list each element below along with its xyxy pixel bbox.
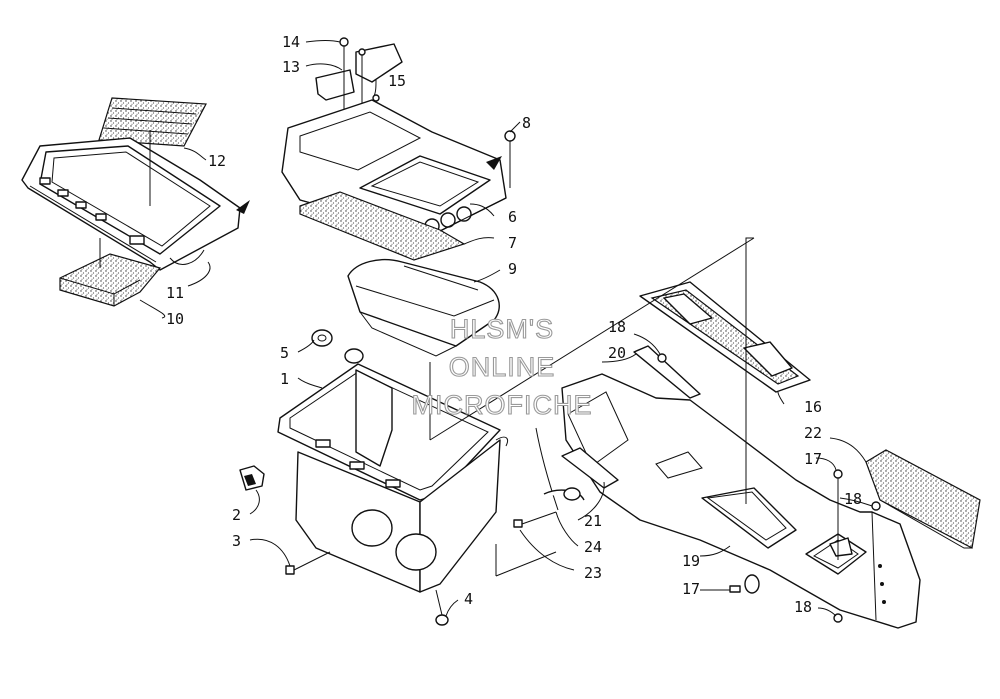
leader-lines: [99, 40, 873, 617]
part-21-24-23-hardware: [513, 427, 585, 528]
part-3-screw: [285, 551, 331, 575]
callout-17-b: 17: [682, 580, 700, 598]
part-17-18-fasteners: [729, 469, 881, 623]
callout-13: 13: [282, 58, 300, 76]
part-5-grommet: [311, 329, 364, 364]
callout-3: 3: [232, 532, 241, 550]
watermark: HLSM'S ONLINE MICROFICHE: [411, 313, 593, 420]
callout-4: 4: [464, 590, 473, 608]
part-11-bezel: [21, 137, 250, 271]
part-9-airbox-cover: [347, 258, 500, 357]
callout-8: 8: [522, 114, 531, 132]
svg-text:MICROFICHE: MICROFICHE: [412, 390, 593, 420]
part-16-lid-frame: [639, 281, 811, 393]
callout-5: 5: [280, 344, 289, 362]
part-4-grommet: [435, 589, 449, 626]
callout-23: 23: [584, 564, 602, 582]
callout-2: 2: [232, 506, 241, 524]
part-1-airbox-lower: [277, 362, 509, 593]
callout-18-c: 18: [794, 598, 812, 616]
callout-17-a: 17: [804, 450, 822, 468]
callout-6: 6: [508, 208, 517, 226]
callout-10: 10: [166, 310, 184, 328]
callout-labels: 14 13 15 8 12 6 7 9 11 10 5 1 2 3 4 18 2…: [166, 33, 862, 616]
callout-15: 15: [388, 72, 406, 90]
callout-19: 19: [682, 552, 700, 570]
callout-18-a: 18: [608, 318, 626, 336]
part-13-14-15-fasteners: [315, 37, 403, 160]
part-10-foam-block: [59, 253, 162, 307]
callout-1: 1: [280, 370, 289, 388]
part-22-foam-block: [865, 449, 981, 549]
callout-16: 16: [804, 398, 822, 416]
callout-18-b: 18: [844, 490, 862, 508]
svg-text:ONLINE: ONLINE: [449, 352, 556, 382]
part-19-console: [561, 373, 921, 629]
callout-12: 12: [208, 152, 226, 170]
callout-20: 20: [608, 344, 626, 362]
callout-7: 7: [508, 234, 517, 252]
callout-14: 14: [282, 33, 300, 51]
callout-9: 9: [508, 260, 517, 278]
callout-11: 11: [166, 284, 184, 302]
svg-text:HLSM'S: HLSM'S: [450, 314, 554, 344]
callout-21: 21: [584, 512, 602, 530]
part-12-grille-pad: [98, 97, 207, 147]
part-20-strap: [633, 345, 701, 399]
part-2-clip: [239, 465, 265, 491]
callout-22: 22: [804, 424, 822, 442]
callout-24: 24: [584, 538, 602, 556]
